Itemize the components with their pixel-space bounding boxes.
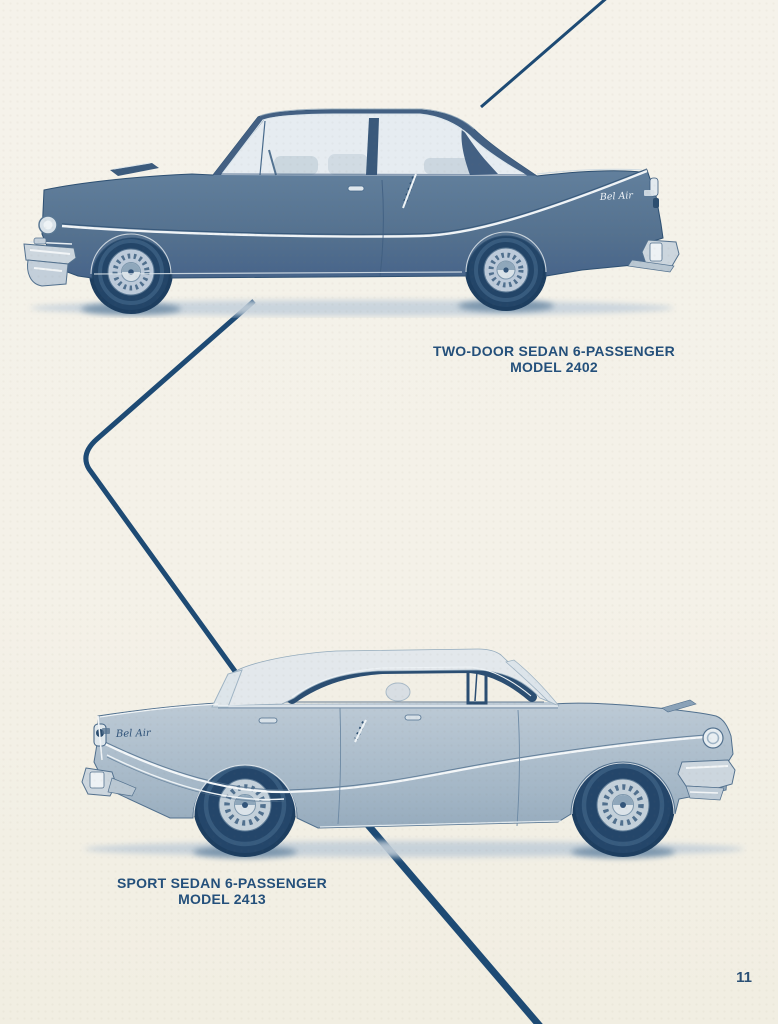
- drip-rail: [221, 113, 525, 175]
- wheels: [89, 229, 547, 314]
- swoosh-line-top: [480, 0, 607, 109]
- page-number: 11: [736, 969, 752, 986]
- caption-model-2402: TWO-DOOR SEDAN 6-PASSENGER MODEL 2402: [384, 343, 724, 375]
- caption-line-2: MODEL 2402: [510, 358, 598, 375]
- fender-emblem: [102, 728, 110, 734]
- rear-wheel: [469, 233, 543, 307]
- belair-script: Bel Air: [115, 728, 152, 740]
- headlight: [38, 215, 58, 235]
- rocker-molding: [93, 271, 463, 275]
- door-handle: [347, 185, 365, 192]
- drip-rail: [291, 666, 532, 698]
- rear-window: [211, 669, 243, 708]
- caption-line-2: MODEL 2413: [178, 890, 266, 907]
- front-door-handle: [404, 714, 422, 721]
- fender-emblem: [644, 190, 654, 196]
- hood-ornament: [110, 162, 159, 176]
- headlight: [702, 727, 724, 749]
- rocker-molding: [319, 820, 562, 828]
- b-pillar: [366, 118, 379, 175]
- deck-molding: [536, 168, 643, 175]
- side-trim-spear: [104, 734, 706, 802]
- door-seam-1: [337, 707, 342, 825]
- hood-ornament: [661, 699, 697, 713]
- door-seam-2: [516, 709, 520, 827]
- beltline-shadow: [219, 173, 535, 176]
- caption-line-1: TWO-DOOR SEDAN 6-PASSENGER: [433, 343, 675, 359]
- front-bumper: [677, 759, 736, 801]
- roof-highlight: [259, 108, 475, 130]
- car-illustration-two-door-sedan: Bel Air: [23, 108, 680, 316]
- rear-arch-lip: [193, 764, 297, 817]
- caption-model-2413: SPORT SEDAN 6-PASSENGER MODEL 2413: [52, 875, 392, 907]
- rear-bumper: [627, 239, 680, 273]
- rear-door-handle: [258, 717, 278, 724]
- side-trim-spear: [61, 168, 648, 238]
- rear-arch-lip: [465, 231, 547, 273]
- front-wheel: [93, 234, 169, 310]
- belair-script: Bel Air: [599, 190, 635, 203]
- front-wheel: [575, 757, 671, 853]
- caption-line-1: SPORT SEDAN 6-PASSENGER: [116, 875, 328, 891]
- front-arch-lip: [90, 233, 172, 275]
- door-sash-trim: [402, 173, 417, 209]
- vent-window-divider: [259, 120, 266, 176]
- c-pillar: [461, 128, 498, 175]
- deck-highlight: [99, 703, 219, 718]
- swoosh-line-middle: [83, 299, 256, 694]
- door-sash-trim: [354, 719, 367, 743]
- front-arch-lip: [571, 762, 675, 815]
- door-seam: [379, 179, 384, 277]
- windshield: [505, 659, 560, 707]
- front-bumper: [23, 237, 77, 287]
- rear-bumper: [81, 767, 137, 797]
- car-illustration-sport-sedan: Bel Air: [81, 648, 744, 858]
